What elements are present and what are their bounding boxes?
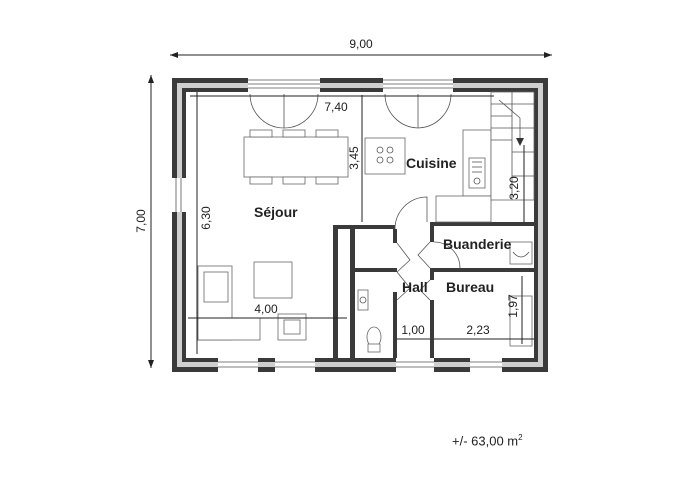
dim-stair-span: 3,20	[507, 145, 525, 222]
surface-area-exponent: 2	[518, 433, 523, 442]
room-label-hall: Hall	[402, 279, 428, 295]
dim-label-hall-width: 1,00	[401, 323, 425, 337]
dim-total-width: 9,00	[170, 37, 552, 58]
door-swings	[394, 196, 461, 301]
dim-label-sejour-depth: 6,30	[199, 206, 213, 230]
staircase	[490, 91, 535, 201]
window-swings	[249, 93, 452, 129]
room-label-cuisine: Cuisine	[406, 155, 457, 171]
dining-table	[243, 129, 349, 185]
dim-label-bureau-width: 2,23	[466, 323, 490, 337]
dim-hall-width: 1,00	[397, 323, 430, 340]
dim-label-stair-span: 3,20	[507, 176, 521, 200]
dim-bureau-width: 2,23	[434, 323, 534, 340]
dim-label-kitchen-span: 3,45	[347, 146, 361, 170]
kitchen-counter	[435, 129, 492, 223]
dim-kitchen-span: 3,45	[347, 95, 363, 222]
dim-label-total-depth: 7,00	[134, 209, 148, 233]
dim-sejour-depth: 6,30	[196, 92, 213, 354]
dim-bureau-depth: 1,97	[506, 276, 523, 344]
wc-fixtures	[357, 289, 382, 353]
kitchen-island	[364, 137, 406, 175]
dim-sejour-width: 4,00	[188, 302, 347, 319]
dim-label-bureau-depth: 1,97	[506, 294, 520, 318]
dim-inner-width: 7,40	[190, 95, 494, 114]
dim-label-total-width: 9,00	[349, 37, 373, 51]
interior-walls	[333, 222, 534, 358]
utility-fixtures	[509, 241, 533, 347]
dim-total-depth: 7,00	[134, 75, 154, 368]
surface-area: +/- 63,00 m2	[452, 433, 523, 448]
room-label-buanderie: Buanderie	[443, 236, 512, 252]
windows	[170, 76, 502, 374]
dim-label-inner-width: 7,40	[324, 100, 348, 114]
dim-label-sejour-width: 4,00	[254, 302, 278, 316]
room-label-sejour: Séjour	[254, 204, 298, 220]
surface-area-value: +/- 63,00 m	[452, 433, 519, 449]
room-label-bureau: Bureau	[446, 279, 494, 295]
